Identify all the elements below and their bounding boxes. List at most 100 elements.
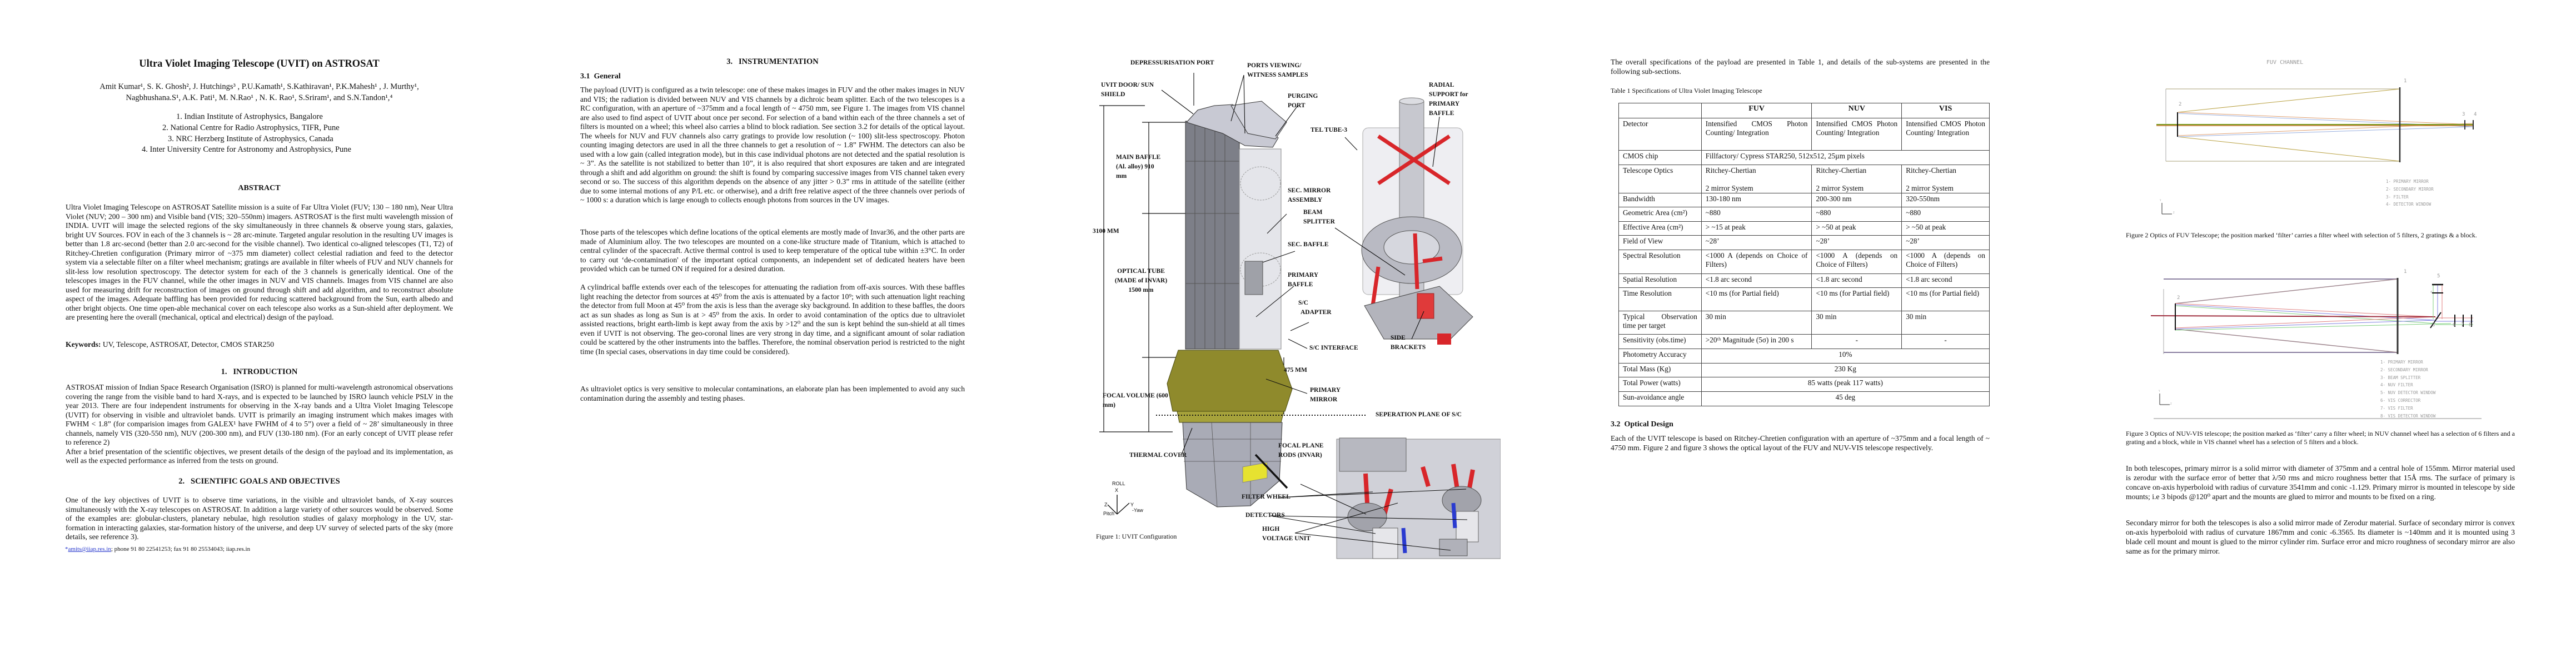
paragraph: In both telescopes, primary mirror is a …: [2126, 464, 2515, 501]
label-filter-wheel: FILTER WHEEL: [1242, 494, 1291, 500]
keywords: Keywords: UV, Telescope, ASTROSAT, Detec…: [66, 340, 453, 350]
table-caption: Table 1 Specifications of Ultra Violet I…: [1611, 87, 1762, 94]
table-cell: <10 ms (for Partial field): [1901, 287, 1990, 311]
table-cell: 85 watts (peak 117 watts): [1701, 377, 1990, 392]
legend-item: 3- BEAM SPLITTER: [2380, 375, 2421, 380]
label-detectors: DETECTORS: [1245, 512, 1285, 519]
table-row: Spatial Resolution<1.8 arc second<1.8 ar…: [1618, 273, 1990, 288]
footnote-contact: ; phone 91 80 22541253; fax 91 80 255340…: [111, 546, 251, 552]
affiliation: 3. NRC Herzberg Institute of Astrophysic…: [168, 134, 333, 143]
high-voltage-rods: [1401, 502, 1457, 554]
fuv-channel-title: FUV CHANNEL: [2266, 59, 2304, 66]
table-row: Effective Area (cm²)> ~15 at peak> ~50 a…: [1618, 221, 1990, 236]
leader-lines: [1161, 73, 1468, 551]
fuv-optics-diagram: [2156, 87, 2474, 215]
subsection-heading-general: 3.1 General: [580, 72, 621, 81]
label-sc-interface: S/C INTERFACE: [1309, 345, 1358, 351]
subsection-heading-optical-design: 3.2 Optical Design: [1611, 420, 1673, 429]
table-cell: >20ᵗʰ Magnitude (5σ) in 200 s: [1701, 334, 1812, 349]
goals-text: One of the key objectives of UVIT is to …: [66, 496, 453, 541]
axis-triad-icon: [1107, 495, 1130, 515]
row-label: Time Resolution: [1618, 287, 1702, 311]
tel-tube-detail: [1361, 97, 1473, 345]
label-primary-mirror: PRIMARY: [1310, 387, 1341, 394]
label-sec-mirror: SEC. MIRROR: [1288, 187, 1331, 194]
axis-label-y: Y: [1130, 502, 1134, 507]
section-heading-goals: 2. SCIENTIFIC GOALS AND OBJECTIVES: [178, 477, 340, 486]
figure3-mark: 6: [2453, 322, 2456, 328]
table-cell: <1000 A (depends on Choice of Filters): [1811, 250, 1902, 274]
figure1-caption: Figure 1: UVIT Configuration: [1096, 532, 1177, 540]
label-optical-tube: 1500 mm: [1128, 287, 1154, 293]
label-radial-support: RADIAL: [1429, 82, 1454, 88]
label-high-voltage: HIGH: [1262, 526, 1280, 532]
focal-plane-detail: [1336, 437, 1501, 559]
detector-unit: [1456, 511, 1479, 542]
table-cell: 45 deg: [1701, 391, 1990, 406]
axis-icon: [2159, 394, 2170, 405]
table-cell: 320-550nm: [1901, 193, 1990, 207]
row-label: Geometric Area (cm²): [1618, 207, 1702, 222]
legend-item: 2- SECONDARY MIRROR: [2380, 367, 2428, 372]
label-separation-plane: SEPERATION PLANE OF S/C: [1376, 411, 1462, 418]
side-bracket: [1417, 293, 1434, 319]
paragraph: The overall specifications of the payloa…: [1611, 58, 1990, 76]
table-cell: Intensified CMOS Photon Counting/ Integr…: [1901, 118, 1990, 151]
paragraph: A cylindrical baffle extends over each o…: [580, 283, 965, 356]
figure3-mark: 2: [2177, 295, 2180, 301]
label-ports-viewing: PORTS VIEWING/: [1247, 62, 1302, 69]
affiliation: 4. Inter University Centre for Astronomy…: [142, 145, 351, 155]
figure3-mark: 1: [2404, 269, 2407, 275]
table-cell: <1.8 arc second: [1811, 273, 1902, 288]
radial-support-struts: [1377, 135, 1451, 185]
paragraph: After a brief presentation of the scient…: [66, 447, 453, 465]
email-link[interactable]: amits@iiap.res.in: [68, 546, 111, 552]
table-row: Geometric Area (cm²)~880~880~880: [1618, 207, 1990, 222]
abstract-text: Ultra Violet Imaging Telescope on ASTROS…: [66, 203, 453, 321]
axis-label-x: X: [1115, 487, 1119, 493]
table-row: Total Mass (Kg)230 Kg: [1618, 363, 1990, 377]
paragraph: ASTROSAT mission of Indian Space Researc…: [66, 383, 453, 446]
label-port: PORT: [1288, 102, 1306, 109]
table-cell: ~880: [1701, 207, 1812, 222]
dimension-lines: [1099, 105, 1284, 432]
label-main-baffle: mm: [1116, 173, 1127, 180]
axis-label-y: Y: [2159, 390, 2160, 392]
label-beam-splitter: BEAM: [1303, 209, 1323, 216]
row-label: Photometry Accuracy: [1618, 349, 1702, 364]
label-focal-volume: mm): [1103, 402, 1115, 409]
table-cell: <1000 A (depends on Choice of Filters): [1901, 250, 1990, 274]
table-cell: 200-300 nm: [1811, 193, 1902, 207]
table-cell: <10 ms (for Partial field): [1811, 287, 1902, 311]
figure3-mark: 3: [2432, 322, 2435, 328]
table-cell: ~28’: [1811, 235, 1902, 250]
figure3-caption: Figure 3 Optics of NUV-VIS telescope; th…: [2126, 430, 2515, 446]
table-cell: Fillfactory/ Cypress STAR250, 512x512, 2…: [1701, 150, 1990, 165]
row-label: Telescope Optics: [1618, 165, 1702, 193]
table-row: Total Power (watts)85 watts (peak 117 wa…: [1618, 377, 1990, 392]
legend-item: 8- VIS DETECTOR WINDOW: [2380, 413, 2436, 419]
footnote: *amits@iiap.res.in; phone 91 80 22541253…: [65, 546, 250, 552]
label-sec-mirror: ASSEMBLY: [1288, 197, 1323, 203]
table-cell: > ~15 at peak: [1701, 221, 1812, 236]
row-label: Typical Observation time per target: [1618, 311, 1702, 335]
paragraph: Each of the UVIT telescope is based on R…: [1611, 434, 1990, 452]
label-primary-mirror: MIRROR: [1310, 396, 1338, 403]
row-label: Total Mass (Kg): [1618, 363, 1702, 377]
label-focal-volume: FOCAL VOLUME (600: [1103, 392, 1168, 399]
label-main-baffle: MAIN BAFFLE: [1116, 154, 1161, 161]
footnote-mark: *: [65, 546, 68, 552]
column-header: VIS: [1901, 103, 1990, 118]
column-header: FUV: [1701, 103, 1812, 118]
paragraph: Those parts of the telescopes which defi…: [580, 228, 965, 273]
label-high-voltage: VOLTAGE UNIT: [1262, 535, 1311, 542]
figure3-legend: 1- PRIMARY MIRROR 2- SECONDARY MIRROR 3-…: [2380, 359, 2435, 420]
nuv-vis-optics-diagram: [2151, 278, 2482, 419]
uvit-configuration-figure: [1099, 73, 1501, 559]
